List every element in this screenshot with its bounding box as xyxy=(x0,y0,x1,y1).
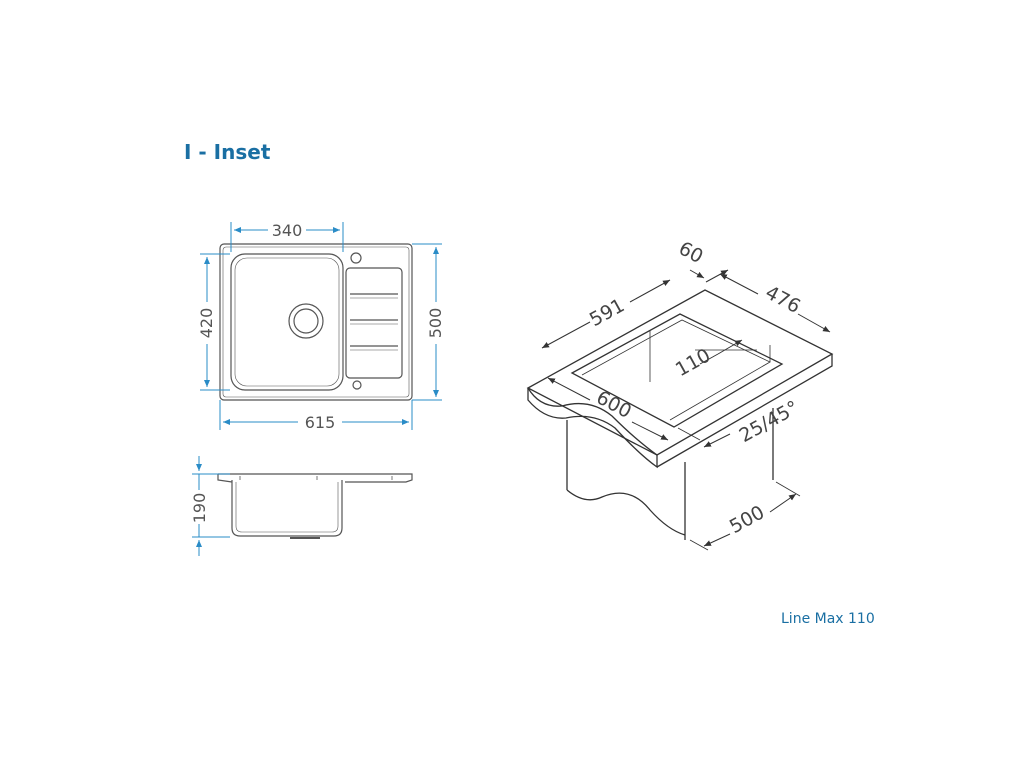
side-view xyxy=(217,473,413,539)
overflow-hole xyxy=(352,380,362,390)
dim-sink-depth: 190 xyxy=(190,493,209,524)
drainer-area xyxy=(345,267,403,379)
dim-overall-width: 615 xyxy=(305,413,336,432)
dim-cabinet-width: 500 xyxy=(726,501,768,538)
sink-outline xyxy=(219,243,413,401)
side-view-dimensions xyxy=(192,456,230,556)
top-view-dimensions xyxy=(200,222,442,430)
worktop-front xyxy=(527,388,658,469)
product-name: Line Max 110 xyxy=(781,611,875,627)
installation-view xyxy=(526,289,834,540)
dim-bowl-width: 340 xyxy=(272,221,303,240)
drain-inner xyxy=(293,308,319,334)
installation-dimensions xyxy=(541,269,831,551)
diagram-title: I - Inset xyxy=(184,140,271,164)
dim-edge-offset: 60 xyxy=(675,237,707,268)
sink-cutout xyxy=(570,313,784,428)
dim-cutout-length: 591 xyxy=(586,294,628,331)
dim-overall-depth: 500 xyxy=(426,308,445,339)
dim-bowl-depth: 420 xyxy=(197,308,216,339)
top-view xyxy=(219,243,413,401)
dim-cutout-width: 476 xyxy=(762,281,804,317)
drain-outer xyxy=(288,303,324,339)
bowl-profile xyxy=(231,480,343,537)
tap-hole xyxy=(350,252,362,264)
bowl-outline xyxy=(230,253,344,391)
cabinet-wavy-bottom xyxy=(566,489,686,536)
worktop-right-face xyxy=(656,354,833,468)
